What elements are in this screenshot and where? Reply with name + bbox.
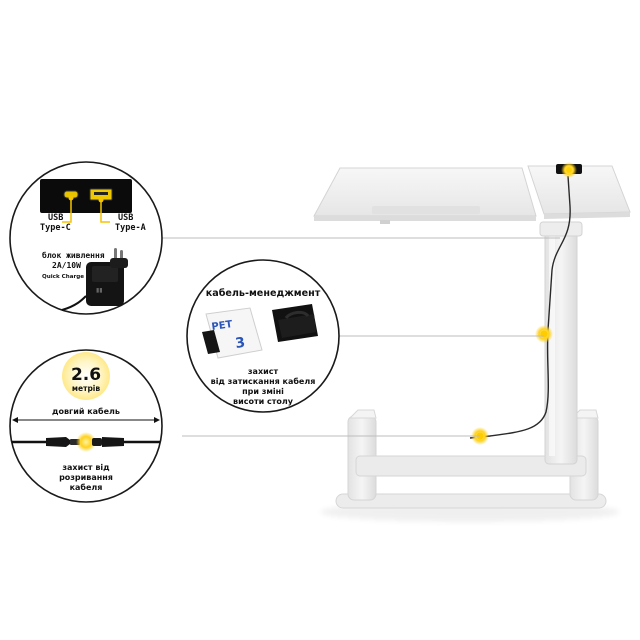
cable-management-caption-line1: захист [248, 367, 279, 376]
length-value: 2.6 [71, 365, 101, 385]
height-adjustable-table [313, 162, 631, 522]
adapter-label-line1: блок живлення [42, 250, 105, 260]
table-column [539, 221, 583, 465]
power-cable [469, 175, 571, 439]
side-tabletop [527, 165, 631, 219]
cable-management-caption-line2: від затискання кабеля [211, 376, 316, 386]
cable-management-caption-line4: висоти столу [233, 397, 294, 406]
usb-a-pointer [100, 200, 110, 223]
usb-a-label-line1: USB [118, 213, 133, 223]
callout-cable-management: кабель-менеджмент PET 3 захист від затис… [186, 259, 340, 413]
callout-charger: USB Type-C USB Type-A блок живлення 2A/1… [9, 161, 163, 315]
usb-socket-module [556, 162, 582, 178]
usb-c-label-line2: Type-C [40, 223, 71, 233]
usb-c-label-line1: USB [48, 213, 63, 223]
protection-caption-line2: розривання [59, 473, 113, 482]
length-badge: 2.6 метрів [62, 352, 110, 400]
usb-a-label-line2: Type-A [115, 223, 146, 233]
length-caption: довгий кабель [52, 406, 120, 416]
length-unit: метрів [72, 384, 101, 393]
length-arrow [12, 417, 160, 423]
usb-c-pointer [62, 198, 72, 223]
adapter-label-line3: Quick Charge 1.0 [42, 274, 96, 280]
table-base [335, 409, 607, 509]
dc-cable-connector-image [12, 432, 160, 452]
adapter-label-line2: 2A/10W [52, 261, 81, 270]
svg-text:PET: PET [211, 319, 233, 333]
cable-clip-image [272, 304, 318, 342]
tabletop [313, 167, 537, 224]
adhesive-pad-image: PET 3 [202, 307, 263, 359]
protection-caption-line3: кабеля [70, 482, 103, 492]
power-adapter-image: ▮▮ [61, 248, 128, 311]
cable-management-caption-line3: при зміні [242, 386, 284, 396]
protection-caption-line1: захист від [62, 462, 110, 472]
connector-lines [162, 237, 560, 437]
usb-ports-panel [40, 179, 132, 213]
svg-text:3: 3 [234, 335, 246, 352]
cable-clip-marker [535, 325, 553, 343]
cable-management-title: кабель-менеджмент [206, 287, 321, 299]
callout-cable-length: 2.6 метрів довгий кабель захист від розр… [9, 349, 163, 503]
svg-text:▮▮: ▮▮ [96, 287, 103, 294]
